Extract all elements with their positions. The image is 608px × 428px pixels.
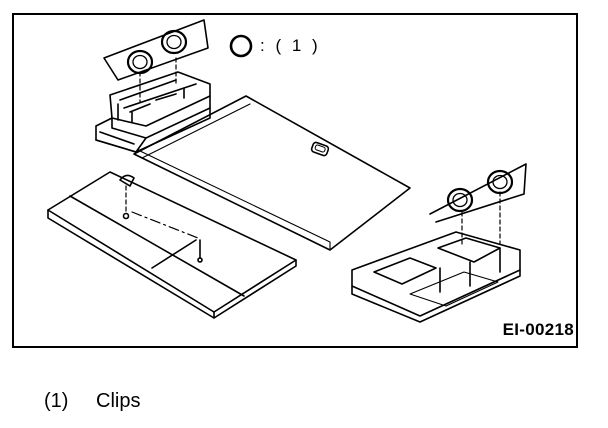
figure-code: EI-00218 <box>502 320 574 339</box>
clip-icon <box>446 187 474 213</box>
trunk-mat-panel <box>133 95 411 251</box>
clip-icon <box>486 169 514 195</box>
legend-key-text: : ( 1 ) <box>260 36 321 55</box>
clip-icon <box>160 29 188 55</box>
clip-icon <box>126 49 154 75</box>
caption-number: (1) <box>44 390 69 412</box>
caption-label: Clips <box>96 390 141 412</box>
legend-key: : ( 1 ) <box>228 32 321 60</box>
clip-legend-icon <box>229 34 253 58</box>
floor-board <box>47 171 297 319</box>
rear-left-bracket <box>95 19 211 153</box>
rear-right-bracket <box>351 163 527 323</box>
caption: (1) Clips <box>44 390 140 413</box>
